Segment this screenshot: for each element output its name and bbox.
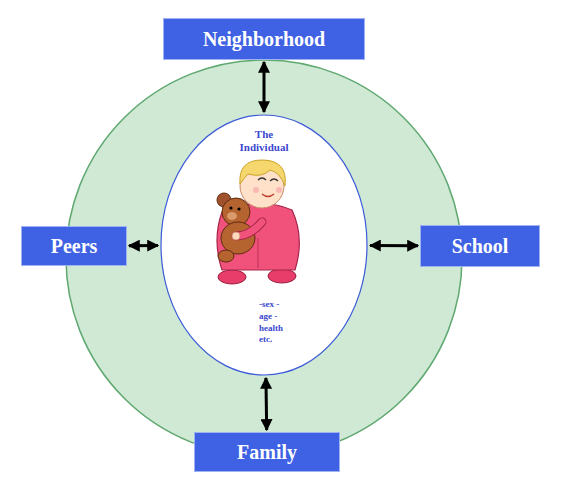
double-arrow [264,378,268,430]
box-label: Peers [51,235,98,257]
context-box: Neighborhood [163,18,365,60]
attribute-list: -sex -age -health etc. [245,299,283,346]
double-arrow [263,62,266,112]
double-arrow [370,244,418,247]
context-box: Peers [21,226,127,266]
box-label: Family [237,441,297,463]
box-label: Neighborhood [203,28,325,50]
double-arrow [129,244,158,247]
context-box: School [420,225,540,267]
individual-label: The Individual [233,128,295,153]
context-box: Family [194,432,340,472]
box-label: School [452,235,509,257]
